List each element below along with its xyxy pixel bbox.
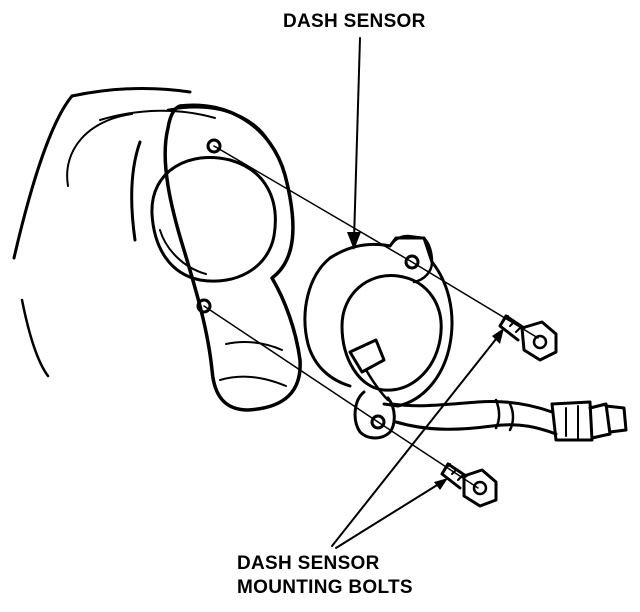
- mounting-bolts-label-line1: DASH SENSOR: [237, 553, 380, 574]
- sensor-hole-upper: [404, 254, 420, 270]
- mounting-bolt-lower: [440, 462, 498, 508]
- mounting-bolts-label-line2: MOUNTING BOLTS: [237, 577, 413, 598]
- alignment-lines: [203, 145, 539, 489]
- sensor-hole-lower: [370, 414, 386, 430]
- bracket-hole-lower: [196, 298, 212, 314]
- dash-sensor-label: DASH SENSOR: [283, 11, 426, 32]
- wire-connector: [550, 400, 628, 442]
- mounting-bracket: [150, 103, 302, 412]
- bulkhead-outline: [12, 87, 216, 378]
- bolt-arrowhead-lower: [434, 478, 448, 490]
- bracket-hole-upper: [206, 138, 222, 154]
- sensor-arrowhead: [347, 232, 361, 250]
- bolt-leader-lower: [335, 481, 443, 549]
- sensor-leader-line: [353, 37, 361, 241]
- mounting-bolts-label: DASH SENSOR MOUNTING BOLTS: [237, 552, 413, 600]
- wire-harness: [390, 398, 558, 436]
- bolt-leader-upper: [331, 333, 501, 547]
- mounting-bolt-upper: [498, 314, 558, 362]
- leader-arrows: [331, 37, 504, 549]
- dash-sensor: [303, 234, 454, 440]
- bolt-arrowhead-upper: [492, 328, 504, 344]
